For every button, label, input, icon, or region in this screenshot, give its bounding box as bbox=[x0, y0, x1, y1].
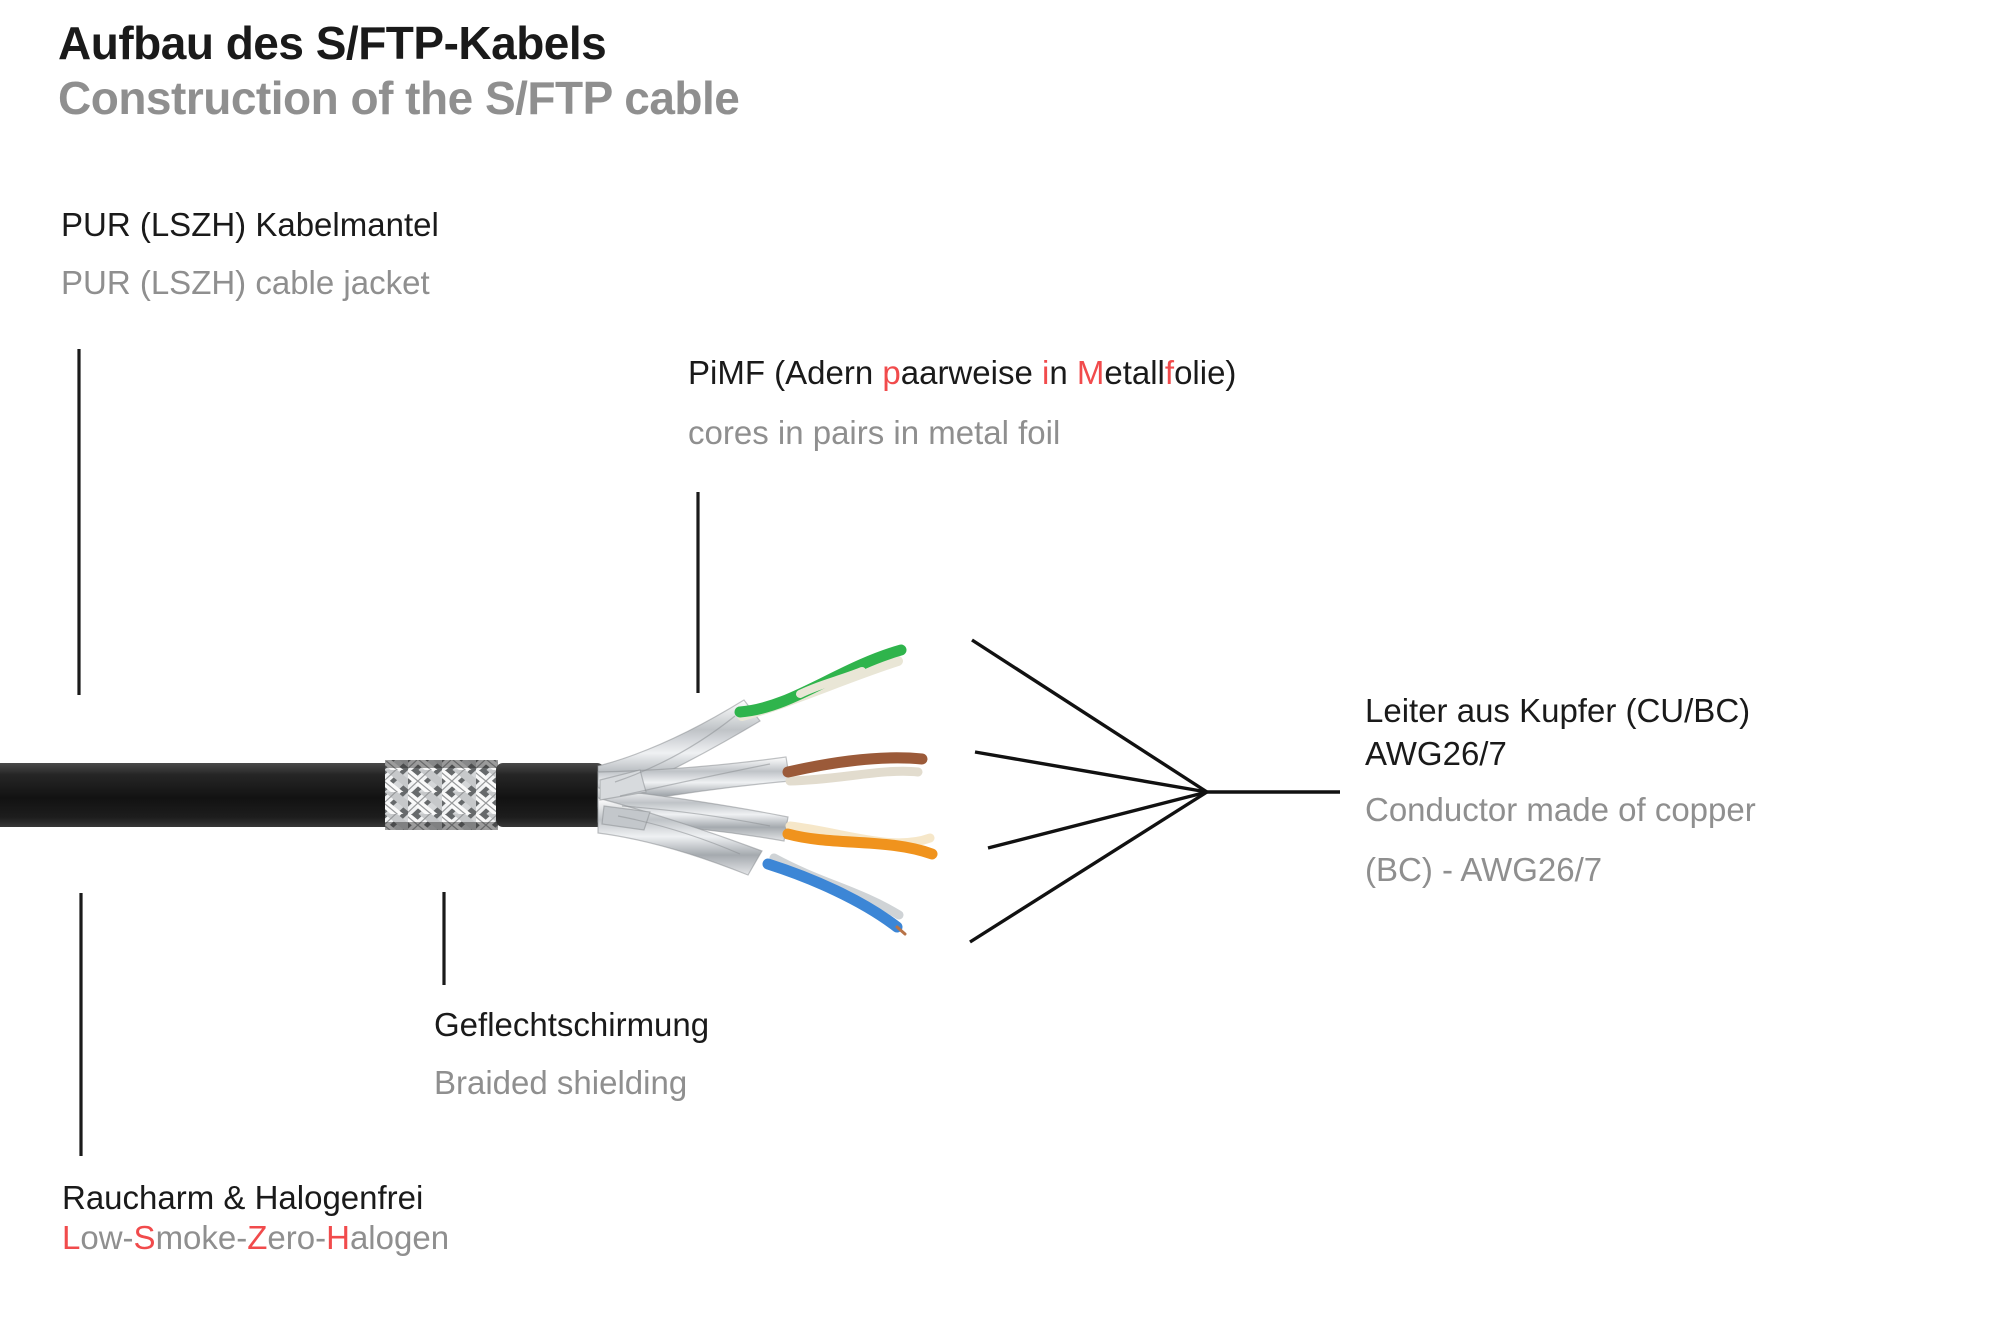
conductor-label-en-line1: Conductor made of copper bbox=[1365, 791, 1756, 828]
foil-bundle bbox=[597, 699, 791, 876]
conductor-label-en-line2: (BC) - AWG26/7 bbox=[1365, 851, 1603, 888]
jacket-label-en: PUR (LSZH) cable jacket bbox=[61, 264, 430, 301]
conductor-label-de-line2: AWG26/7 bbox=[1365, 735, 1507, 772]
jacket-label-de: PUR (LSZH) Kabelmantel bbox=[61, 206, 439, 243]
lszh-label-en: Low-Smoke-Zero-Halogen bbox=[62, 1219, 450, 1256]
braided-shielding-section bbox=[385, 760, 498, 830]
braid-label-en: Braided shielding bbox=[434, 1064, 688, 1101]
page-title-en: Construction of the S/FTP cable bbox=[58, 72, 740, 124]
braid-label-de: Geflechtschirmung bbox=[434, 1006, 710, 1043]
twisted-pair-green bbox=[734, 644, 907, 721]
pimf-label-de: PiMF (Adern paarweise in Metallfolie) bbox=[688, 354, 1237, 391]
pimf-label-en: cores in pairs in metal foil bbox=[688, 414, 1061, 451]
twisted-pair-orange bbox=[782, 821, 938, 860]
twisted-pair-blue bbox=[762, 853, 907, 936]
cable-jacket-right bbox=[496, 763, 604, 827]
conductor-label-de-line1: Leiter aus Kupfer (CU/BC) bbox=[1365, 692, 1751, 729]
cable-jacket-left bbox=[0, 763, 388, 827]
lszh-label-de: Raucharm & Halogenfrei bbox=[62, 1179, 424, 1216]
page-title-de: Aufbau des S/FTP-Kabels bbox=[58, 17, 607, 69]
leader-fan-conductor bbox=[969, 638, 1340, 944]
twisted-pair-brown bbox=[782, 752, 928, 786]
